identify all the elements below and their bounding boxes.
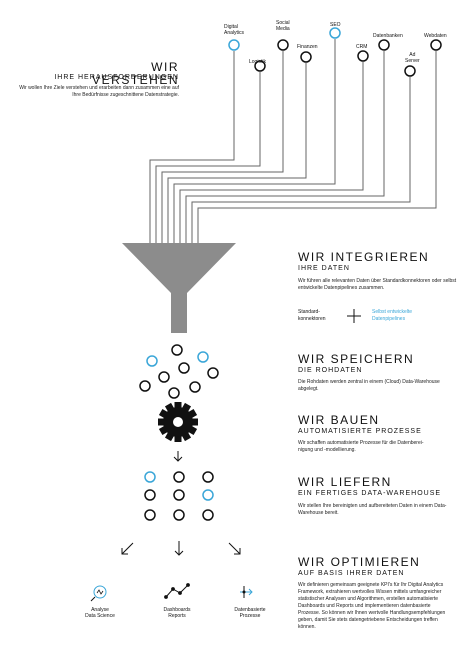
source-node-finanzen <box>300 51 312 63</box>
output-label-analyse: Analyse Data Science <box>85 607 115 619</box>
source-label-logistik: Logistik <box>249 59 266 65</box>
source-label-digital-analytics: Digital Analytics <box>224 24 245 36</box>
source-nodes <box>228 27 442 77</box>
connector-line <box>167 63 307 243</box>
optimize-body: Wir definieren gemeinsam geeignete KPI's… <box>298 582 446 630</box>
arrow-down-right-icon <box>228 542 241 555</box>
warehouse-node <box>202 471 214 483</box>
source-label-datenbanken: Datenbanken <box>373 33 403 39</box>
integrate-subtitle: IHRE DATEN <box>298 265 350 272</box>
standard-connectors-label: Standard- konnektoren <box>298 309 326 322</box>
connector-line <box>155 72 261 243</box>
source-label-finanzen: Finanzen <box>297 44 318 50</box>
warehouse-node <box>173 509 185 521</box>
raw-node <box>178 362 190 374</box>
connector-line <box>173 39 336 243</box>
raw-data-nodes <box>139 344 219 399</box>
funnel-shape <box>122 243 236 333</box>
raw-node <box>207 367 219 379</box>
store-subtitle: DIE ROHDATEN <box>298 367 363 374</box>
source-label-seo: SEO <box>330 22 341 28</box>
build-body: Wir schaffen automatisierte Prozesse für… <box>298 440 424 453</box>
connector-line <box>161 51 284 243</box>
raw-node <box>171 344 183 356</box>
arrow-down-icon <box>174 541 184 556</box>
optimize-title: WIR OPTIMIEREN <box>298 555 421 569</box>
warehouse-node <box>202 489 214 501</box>
deliver-title: WIR LIEFERN <box>298 475 392 489</box>
output-arrows <box>121 541 241 556</box>
source-node-logistik <box>254 60 266 72</box>
source-node-webdaten <box>430 39 442 51</box>
connector-line <box>179 62 364 243</box>
source-node-digital-analytics <box>228 39 240 51</box>
warehouse-node <box>173 489 185 501</box>
magnifier-icon <box>90 585 107 602</box>
optimize-subtitle: AUF BASIS IHRER DATEN <box>298 570 405 577</box>
warehouse-node <box>144 471 156 483</box>
down-arrow-icon <box>173 451 183 462</box>
line-chart-icon <box>164 583 190 599</box>
arrow-down-left-icon <box>121 542 134 555</box>
raw-node <box>197 351 209 363</box>
build-subtitle: AUTOMATISIERTE PROZESSE <box>298 428 422 435</box>
connector-line <box>185 51 385 243</box>
source-node-ad-server <box>404 65 416 77</box>
raw-node <box>189 381 201 393</box>
store-body: Die Rohdaten werden zentral in einem (Cl… <box>298 379 440 392</box>
deliver-body: Wir stellen Ihre bereinigten und aufbere… <box>298 503 447 516</box>
intro-title: WIR VERSTEHEN <box>92 60 179 87</box>
source-label-crm: CRM <box>356 44 368 50</box>
raw-node <box>168 387 180 399</box>
deliver-subtitle: EIN FERTIGES DATA-WAREHOUSE <box>298 490 442 497</box>
integrate-title: WIR INTEGRIEREN <box>298 250 430 264</box>
output-label-dashboards: Dashboards Reports <box>163 607 191 619</box>
connector-line <box>149 51 235 243</box>
raw-node <box>146 355 158 367</box>
intro-body: Wir wollen Ihre Ziele verstehen und erar… <box>19 85 179 98</box>
source-node-social-media <box>277 39 289 51</box>
build-title: WIR BAUEN <box>298 413 380 427</box>
source-node-datenbanken <box>378 39 390 51</box>
plus-icon <box>347 309 361 323</box>
store-title: WIR SPEICHERN <box>298 352 415 366</box>
raw-node <box>139 380 151 392</box>
source-connector-lines <box>149 39 437 243</box>
source-label-webdaten: Webdaten <box>424 33 447 39</box>
source-label-social-media: Social Media <box>276 20 290 32</box>
warehouse-node <box>144 509 156 521</box>
custom-pipelines-label: Selbst entwickelte Datenpipelines <box>372 309 413 322</box>
intro-subtitle: IHRE HERAUSFORDERUNGEN <box>54 74 179 81</box>
warehouse-node <box>202 509 214 521</box>
output-label-processes: Datenbasierte Prozesse <box>234 607 266 619</box>
source-node-crm <box>357 50 369 62</box>
integrate-body: Wir führen alle relevanten Daten über St… <box>298 278 457 291</box>
connector-line <box>191 77 411 243</box>
warehouse-nodes <box>144 471 214 521</box>
gear-icon <box>158 402 198 442</box>
process-arrow-icon <box>240 586 253 598</box>
warehouse-node <box>173 471 185 483</box>
source-label-ad-server: Ad Server <box>405 52 420 64</box>
warehouse-node <box>144 489 156 501</box>
source-node-seo <box>329 27 341 39</box>
connector-line <box>197 51 437 243</box>
raw-node <box>158 371 170 383</box>
